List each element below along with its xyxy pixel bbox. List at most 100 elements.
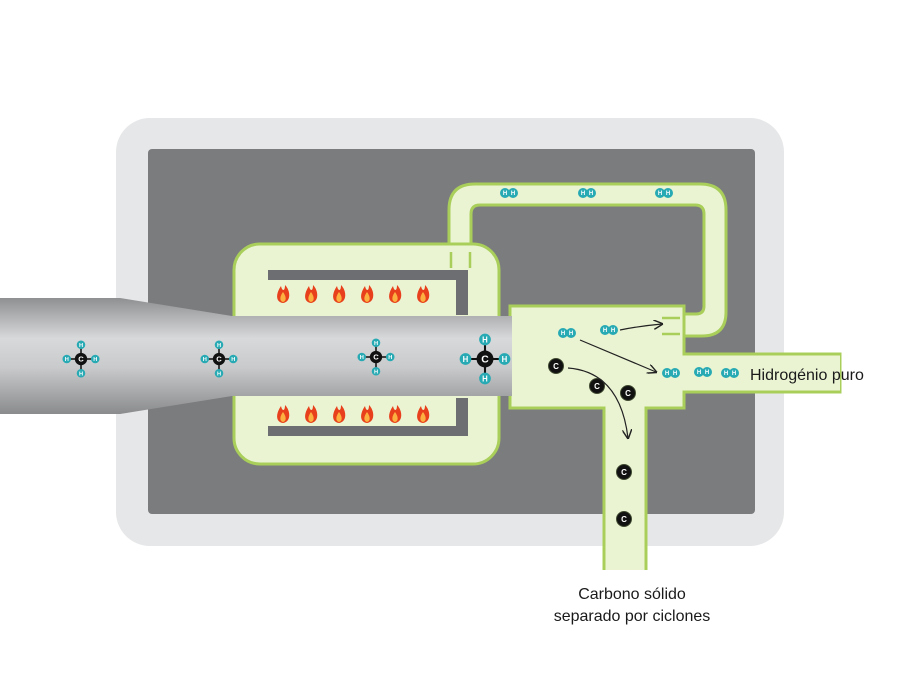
hydrogen-atom-label: H — [482, 335, 488, 344]
hydrogen-atom — [214, 368, 224, 378]
hydrogen-atom-label: H — [705, 370, 709, 376]
hydrogen-atom — [500, 188, 510, 198]
flame-icon — [333, 405, 346, 423]
carbon-atom-label: C — [625, 389, 631, 398]
hydrogen-atom — [90, 354, 100, 364]
flame-icon — [333, 285, 346, 303]
heater-bar-bottom — [268, 398, 468, 436]
hydrogen-atom-label: H — [665, 371, 669, 377]
hydrogen-atom — [694, 367, 704, 377]
hydrogen-atom — [200, 354, 210, 364]
hydrogen-atom — [655, 188, 665, 198]
hydrogen-atom-label: H — [203, 357, 207, 363]
hydrogen-atom-label: H — [374, 369, 378, 375]
hydrogen-atom-label: H — [561, 331, 565, 337]
hydrogen-flow-arrow-outlet — [579, 339, 656, 372]
hydrogen-atom — [721, 368, 731, 378]
hydrogen-atom-label: H — [463, 355, 469, 364]
hydrogen-atom-label: H — [724, 371, 728, 377]
carbon-atom — [616, 511, 632, 527]
carbon-atom-label: C — [481, 355, 489, 366]
hydrogen-atom-label: H — [374, 341, 378, 347]
hydrogen-atom — [214, 340, 224, 350]
hydrogen-atom — [670, 368, 680, 378]
hydrogen-output-label: Hidrogénio puro — [750, 367, 864, 384]
flame-icon — [417, 405, 430, 423]
hydrogen-atom-label: H — [388, 355, 392, 361]
hydrogen-atom — [586, 188, 596, 198]
hydrogen-atom — [479, 372, 491, 385]
hydrogen-atom-label: H — [502, 355, 508, 364]
hydrogen-atom — [702, 367, 712, 377]
hydrogen-atom-label: H — [79, 343, 83, 349]
hydrogen-atom-label: H — [482, 374, 488, 383]
hydrogen-atom-label: H — [217, 343, 221, 349]
flame-icon — [305, 405, 318, 423]
carbon-atom — [369, 350, 383, 364]
flame-icon — [389, 405, 402, 423]
hydrogen-atom — [371, 338, 381, 348]
flame-icon — [361, 285, 374, 303]
hydrogen-atom — [578, 188, 588, 198]
carbon-atom — [74, 352, 88, 366]
flames-group — [277, 285, 430, 423]
carbon-outlet-pipe — [604, 500, 646, 570]
hydrogen-atom-label: H — [603, 328, 607, 334]
hydrogen-atom-label: H — [217, 371, 221, 377]
hydrogen-atom-label: H — [511, 191, 515, 197]
hydrogen-atom-label: H — [581, 191, 585, 197]
carbon-output-label-line1: Carbono sólido — [578, 586, 686, 603]
carbon-particle-icon: C — [589, 378, 605, 394]
hydrogen-atom-label: H — [589, 191, 593, 197]
hydrogen-atom — [76, 340, 86, 350]
hydrogen-atom-label: H — [658, 191, 662, 197]
carbon-particle-icon: C — [548, 358, 564, 374]
hydrogen-atom-label: H — [673, 371, 677, 377]
hydrogen-atom-label: H — [231, 357, 235, 363]
hydrogen-atom-label: H — [732, 371, 736, 377]
hydrogen-atom — [459, 353, 472, 365]
carbon-atom-label: C — [216, 355, 222, 364]
flame-icon — [389, 285, 402, 303]
hydrogen-atom — [508, 188, 518, 198]
hydrogen-atom — [729, 368, 739, 378]
carbon-atom — [616, 464, 632, 480]
hydrogen-atom-label: H — [503, 191, 507, 197]
carbon-output-label-line2: separado por ciclones — [553, 608, 711, 625]
hydrogen-atom — [76, 368, 86, 378]
carbon-flow-arrow — [567, 367, 628, 438]
hydrogen-atom-label: H — [611, 328, 615, 334]
carbon-atom — [548, 358, 564, 374]
hydrogen-atom — [385, 352, 395, 362]
hydrogen-atom — [600, 325, 610, 335]
hydrogen-atom-label: H — [666, 191, 670, 197]
hydrogen-atom — [62, 354, 72, 364]
carbon-atom — [212, 352, 226, 366]
carbon-particle-icon: C — [620, 385, 636, 401]
flame-icon — [417, 285, 430, 303]
hydrogen-atom — [228, 354, 238, 364]
flame-icon — [277, 405, 290, 423]
carbon-atom — [620, 385, 636, 401]
hydrogen-atom — [371, 366, 381, 376]
carbon-particle-icon: C — [616, 511, 632, 527]
hydrogen-atom — [498, 353, 511, 365]
carbon-particle-icon: C — [616, 464, 632, 480]
flame-icon — [277, 285, 290, 303]
carbon-atom-label: C — [373, 353, 379, 362]
hydrogen-atom — [566, 328, 576, 338]
